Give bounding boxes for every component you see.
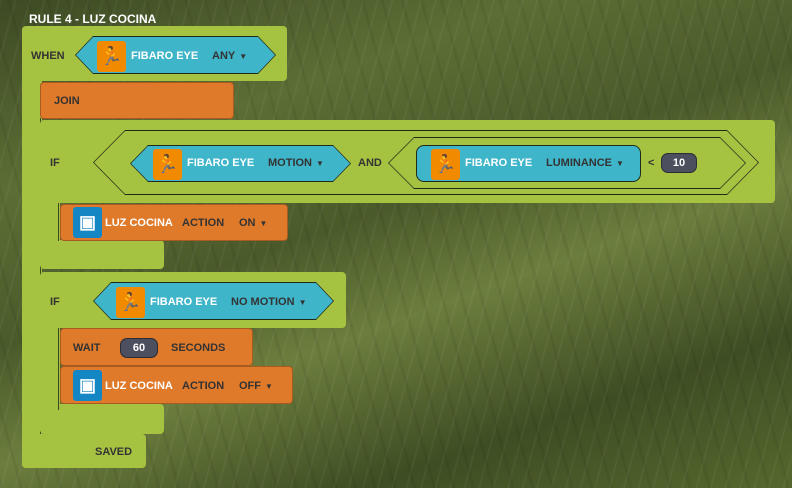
motion-sensor-icon: 🏃: [153, 149, 182, 180]
motion-sensor-icon: 🏃: [431, 149, 460, 180]
motion-sensor-icon: 🏃: [116, 287, 145, 318]
action-dropdown[interactable]: OFF ▼: [239, 380, 273, 393]
condition-device: FIBARO EYE: [150, 296, 218, 308]
when-device: FIBARO EYE: [131, 50, 199, 62]
motion-dropdown[interactable]: MOTION ▼: [268, 157, 324, 170]
if-label: IF: [50, 157, 60, 169]
join-label: JOIN: [54, 95, 80, 107]
action-value: OFF: [239, 380, 261, 392]
condition-value: MOTION: [268, 157, 312, 169]
chevron-down-icon: ▼: [616, 159, 624, 168]
action-label: ACTION: [182, 380, 225, 392]
join-block[interactable]: JOIN: [40, 82, 234, 119]
saved-status: SAVED: [95, 446, 133, 458]
action-device: LUZ COCINA: [105, 380, 173, 392]
action-block-off[interactable]: ▣ LUZ COCINA ACTION OFF ▼: [60, 366, 293, 404]
switch-icon: ▣: [73, 207, 102, 238]
condition-value: LUMINANCE: [546, 157, 612, 169]
when-value: ANY: [212, 50, 236, 62]
wait-unit: SECONDS: [171, 342, 226, 354]
when-label: WHEN: [31, 50, 65, 62]
wait-seconds-input[interactable]: 60: [120, 338, 158, 358]
action-block-on[interactable]: ▣ LUZ COCINA ACTION ON▼: [60, 204, 288, 241]
chevron-down-icon: ▼: [239, 52, 248, 61]
wait-block[interactable]: WAIT 60 SECONDS: [60, 328, 253, 366]
motion-sensor-icon: 🏃: [97, 41, 126, 72]
condition-device: FIBARO EYE: [465, 157, 533, 169]
threshold-input[interactable]: 10: [661, 153, 697, 173]
operator-label: <: [648, 157, 655, 169]
switch-icon: ▣: [73, 370, 102, 401]
and-label: AND: [358, 157, 382, 169]
luminance-dropdown[interactable]: LUMINANCE ▼: [546, 157, 624, 170]
action-label: ACTION: [182, 217, 225, 229]
chevron-down-icon: ▼: [316, 159, 324, 168]
action-value: ON: [239, 217, 256, 229]
chevron-down-icon: ▼: [265, 382, 273, 391]
condition-device: FIBARO EYE: [187, 157, 255, 169]
if-label: IF: [50, 296, 60, 308]
action-device: LUZ COCINA: [105, 217, 173, 229]
when-dropdown[interactable]: ANY▼: [212, 50, 247, 63]
chevron-down-icon: ▼: [298, 298, 307, 307]
condition-value: NO MOTION: [231, 296, 295, 308]
no-motion-dropdown[interactable]: NO MOTION▼: [231, 296, 306, 309]
action-dropdown[interactable]: ON▼: [239, 217, 267, 230]
wait-label: WAIT: [73, 342, 101, 354]
rule-title: RULE 4 - LUZ COCINA: [29, 12, 157, 26]
chevron-down-icon: ▼: [259, 219, 268, 228]
